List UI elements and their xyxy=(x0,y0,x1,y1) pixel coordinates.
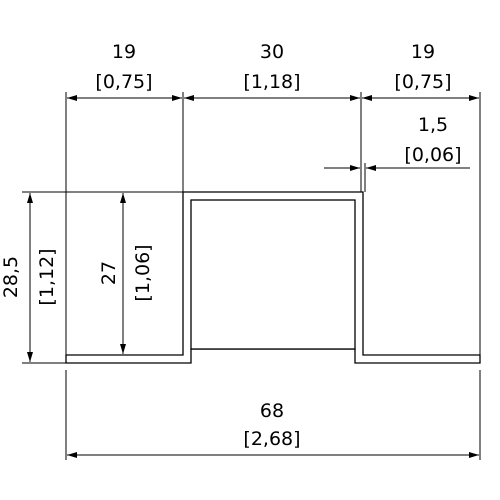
dim-top-right-in: [0,75] xyxy=(394,71,451,93)
profile-inner-cavity xyxy=(190,199,356,350)
dim-total-height-mm: 28,5 xyxy=(0,256,22,298)
dim-top-left-mm: 19 xyxy=(112,41,136,63)
dim-top-left-in: [0,75] xyxy=(95,71,152,93)
dim-top-mid-mm: 30 xyxy=(260,41,284,63)
dim-thickness-in: [0,06] xyxy=(404,144,461,166)
dim-top-mid-in: [1,18] xyxy=(243,71,300,93)
dim-total-height-in: [1,12] xyxy=(36,248,58,305)
dim-total-width-in: [2,68] xyxy=(243,428,300,450)
dim-inner-height-in: [1,06] xyxy=(132,244,154,301)
dim-inner-height-mm: 27 xyxy=(98,261,120,285)
dim-thickness-mm: 1,5 xyxy=(418,114,448,136)
dim-top-right-mm: 19 xyxy=(411,41,435,63)
dim-total-width-mm: 68 xyxy=(260,400,284,422)
